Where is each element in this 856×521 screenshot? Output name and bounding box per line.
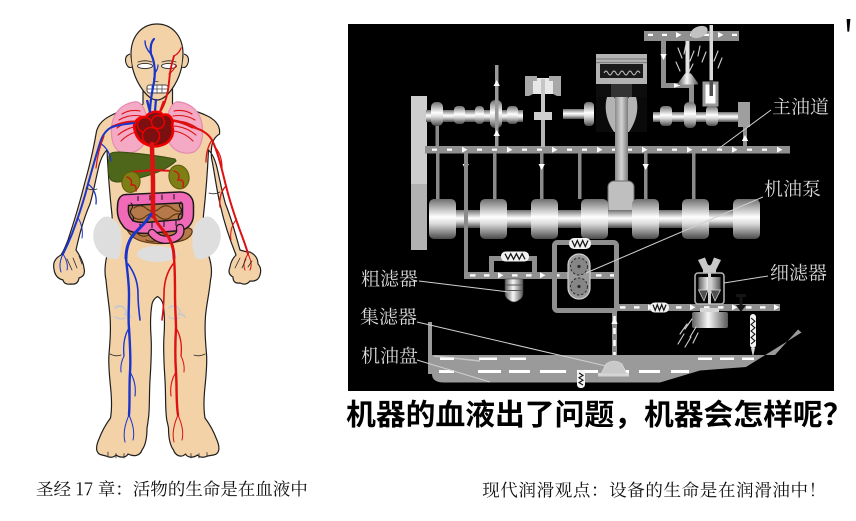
rocker-cam (690, 25, 708, 39)
heart (110, 98, 194, 148)
blood-vessels (59, 37, 252, 443)
oil-pump (552, 238, 619, 313)
corner-mark (846, 19, 851, 32)
kidneys (121, 164, 190, 193)
label-coarse-filter (361, 269, 418, 289)
leader-oil-pump (585, 196, 764, 274)
coarse-filter (504, 278, 524, 303)
leader-fine-filter (723, 275, 769, 284)
human-anatomy-figure (53, 23, 262, 459)
oil-injector (702, 25, 719, 107)
leader-strainer (416, 321, 607, 367)
oil-pan (428, 322, 802, 388)
caption-lubrication (482, 481, 827, 500)
fine-filter-line (614, 294, 780, 313)
camshaft-right (653, 102, 750, 128)
fine-filter (677, 257, 728, 348)
crankshaft (429, 199, 760, 239)
caption-bible (36, 480, 308, 499)
coarse-filter-bypass (489, 251, 537, 272)
tappet-guide (525, 76, 561, 147)
oil-strainer (598, 360, 629, 377)
camshaft-left (426, 100, 523, 146)
connecting-rod (607, 97, 635, 216)
label-oil-pump (764, 179, 821, 199)
suction-pipe (611, 311, 618, 362)
engine-diagram-panel (348, 24, 834, 391)
pressure-relief (750, 314, 756, 357)
pelvis-bones (93, 216, 221, 262)
pushrod (493, 65, 500, 147)
leader-oil-pan (416, 359, 491, 383)
camshaft-middle (563, 102, 594, 126)
main-oil-gallery-pipe (425, 146, 790, 154)
engine-block-edge (411, 96, 427, 250)
engine-lubrication-diagram (348, 24, 834, 391)
headline (346, 399, 853, 431)
leader-main-gallery (717, 109, 772, 150)
gallery-riser (741, 127, 749, 147)
leader-coarse-filter (418, 280, 510, 293)
label-oil-strainer (360, 307, 417, 327)
label-fine-filter (770, 263, 827, 283)
valve-feed-pipe (660, 41, 694, 108)
label-oil-pan (361, 346, 418, 366)
label-main-oil-gallery (772, 97, 829, 117)
detail-lines (66, 187, 253, 459)
